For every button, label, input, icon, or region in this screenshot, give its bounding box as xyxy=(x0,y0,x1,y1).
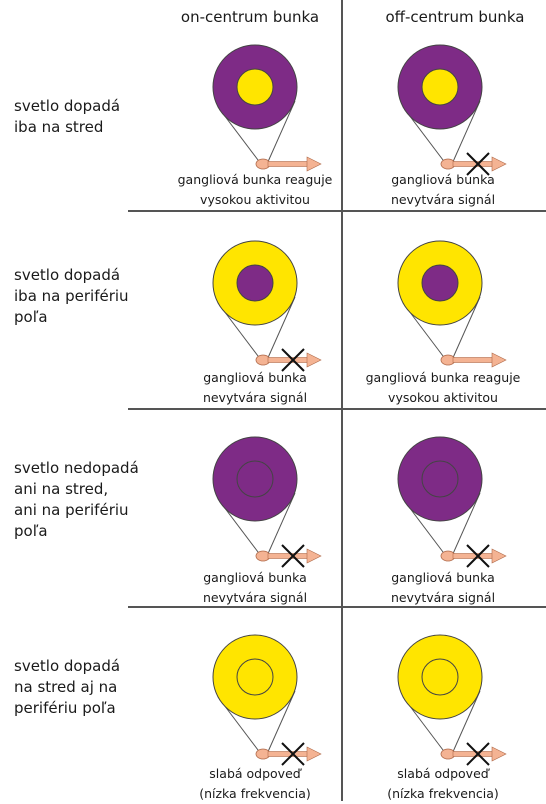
receptive-field-off-row-3 xyxy=(398,437,506,567)
axon-arrowhead xyxy=(307,747,321,761)
receptive-field-off-row-4 xyxy=(398,635,506,765)
receptive-field-off-row-2 xyxy=(398,241,506,367)
receptive-field-on-row-2 xyxy=(213,241,321,371)
center-region xyxy=(237,69,273,105)
center-region xyxy=(422,265,458,301)
axon-shaft xyxy=(268,554,308,559)
center-region xyxy=(237,461,273,497)
receptive-field-off-row-1 xyxy=(398,45,506,175)
axon-shaft xyxy=(453,162,493,167)
axon-shaft xyxy=(268,752,308,757)
axon-arrowhead xyxy=(307,549,321,563)
axon-arrowhead xyxy=(307,157,321,171)
axon-shaft xyxy=(453,752,493,757)
axon-shaft xyxy=(453,358,493,363)
center-region xyxy=(237,659,273,695)
center-region xyxy=(422,461,458,497)
center-region xyxy=(422,69,458,105)
center-region xyxy=(422,659,458,695)
axon-arrowhead xyxy=(492,747,506,761)
axon-arrowhead xyxy=(492,353,506,367)
receptive-field-on-row-1 xyxy=(213,45,321,171)
axon-arrowhead xyxy=(492,157,506,171)
axon-shaft xyxy=(268,358,308,363)
center-region xyxy=(237,265,273,301)
axon-shaft xyxy=(453,554,493,559)
axon-arrowhead xyxy=(492,549,506,563)
axon-arrowhead xyxy=(307,353,321,367)
receptive-field-on-row-4 xyxy=(213,635,321,765)
receptive-field-on-row-3 xyxy=(213,437,321,567)
axon-shaft xyxy=(268,162,308,167)
